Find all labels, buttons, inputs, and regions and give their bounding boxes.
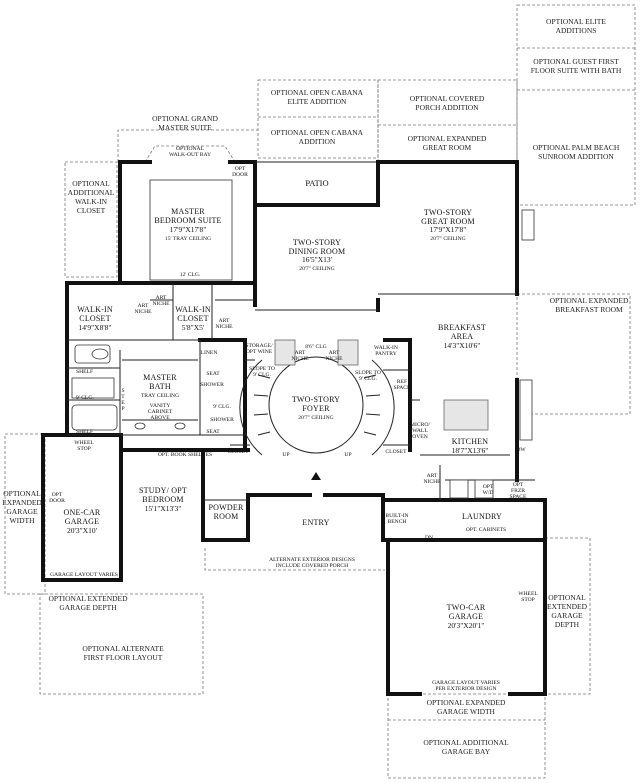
master-suite-note: 15' TRAY CEILING xyxy=(165,236,211,242)
walkin-closet-1-dim: 14'9"X8'8" xyxy=(79,323,112,332)
foyer-clg: 8'6" CLG xyxy=(305,344,326,350)
interior-walls xyxy=(67,283,535,501)
foyer-stairs xyxy=(239,339,395,480)
great-room-note: 20'7" CEILING xyxy=(430,236,465,242)
study-dim: 15'1"X13'3" xyxy=(145,504,182,513)
kitchen-dim: 18'7"X13'6" xyxy=(452,446,489,455)
clg-9-left: 9' CLG. xyxy=(76,395,94,401)
shelf-label-2: SHELF xyxy=(76,429,93,435)
dw-label: DW xyxy=(516,447,526,453)
patio-label: PATIO xyxy=(305,178,328,188)
opt-cabinets-label: OPT. CABINETS xyxy=(466,527,506,533)
seat-2: SEAT xyxy=(206,429,220,435)
clg-9-shower: 9' CLG. xyxy=(213,404,231,410)
one-car-dim: 20'3"X10' xyxy=(67,526,98,535)
dn-label: DN xyxy=(425,535,433,541)
fixtures xyxy=(71,179,535,499)
two-car-dim: 20'3"X20'1" xyxy=(448,621,485,630)
walkin-closet-2-dim: 5'8"X5' xyxy=(182,323,205,332)
shelf-label-1: SHELF xyxy=(76,369,93,375)
master-suite-dim: 17'9"X17'8" xyxy=(170,225,207,234)
up-left: UP xyxy=(282,452,289,458)
closet-left: CLOSET xyxy=(227,449,249,455)
laundry-label: LAUNDRY xyxy=(462,512,502,521)
optional-outlines xyxy=(4,4,636,779)
seat-1: SEAT xyxy=(206,371,220,377)
dining-dim: 16'5"X13' xyxy=(302,255,333,264)
great-room-dim: 17'9"X17'8" xyxy=(430,225,467,234)
book-shelves-label: OPT. BOOK SHELVES xyxy=(158,452,212,458)
storage-label: STORAGE/OPT WINE xyxy=(245,343,273,355)
shower-2: SHOWER xyxy=(210,417,234,423)
foyer-note: 20'7" CEILING xyxy=(298,415,333,421)
kitchen-label: KITCHEN xyxy=(452,437,489,446)
closet-right: CLOSET xyxy=(385,449,407,455)
linen-label: LINEN xyxy=(201,350,218,356)
master-clg: 12' CLG. xyxy=(180,272,201,278)
shower-1: SHOWER xyxy=(200,382,224,388)
master-bath-note: TRAY CEILING xyxy=(141,393,179,399)
entry-label: ENTRY xyxy=(302,518,329,527)
breakfast-dim: 14'3"X10'6" xyxy=(444,341,481,350)
dining-note: 20'7" CEILING xyxy=(299,266,334,272)
up-right: UP xyxy=(344,452,351,458)
